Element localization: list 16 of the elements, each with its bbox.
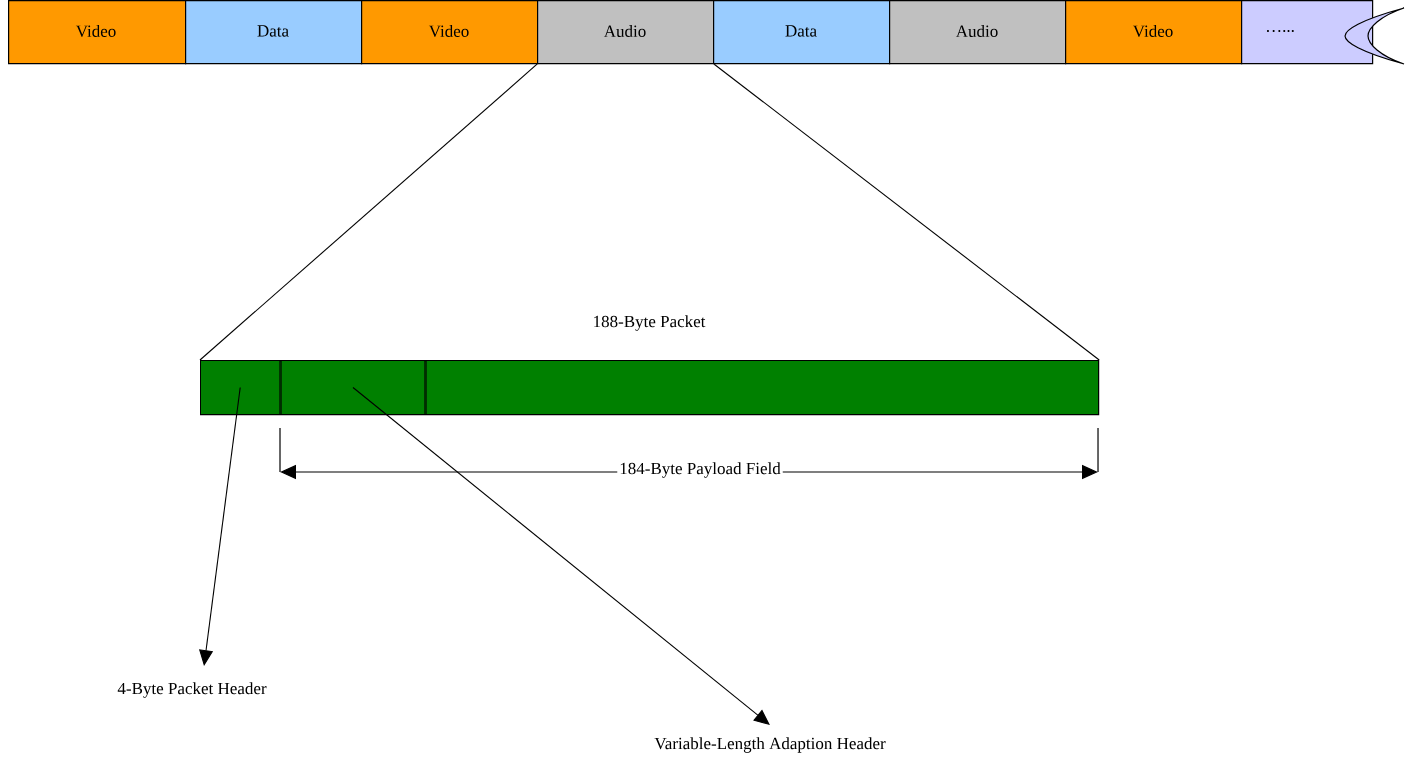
dimension-label: 184-Byte Payload Field [617, 461, 783, 479]
caption-text: Variable-Length Adaption Header [654, 737, 886, 753]
caption-text: 4-Byte Packet Header [117, 682, 267, 698]
stream-segment: Video [8, 0, 187, 65]
stream-segment: …... [1241, 0, 1405, 65]
stream-segment: Data [713, 0, 891, 65]
adaption-segment [280, 360, 426, 415]
stream-segment: Video [361, 0, 539, 65]
zoom-line [199, 63, 538, 361]
node-label: 188-Byte Packet [594, 315, 706, 331]
stream-segment: Audio [537, 0, 715, 65]
stream-segment: Audio [889, 0, 1067, 65]
header-segment [200, 360, 281, 415]
stream-segment: Data [185, 0, 363, 65]
zoom-line [713, 63, 1100, 361]
stream-segment: Video [1065, 0, 1243, 65]
